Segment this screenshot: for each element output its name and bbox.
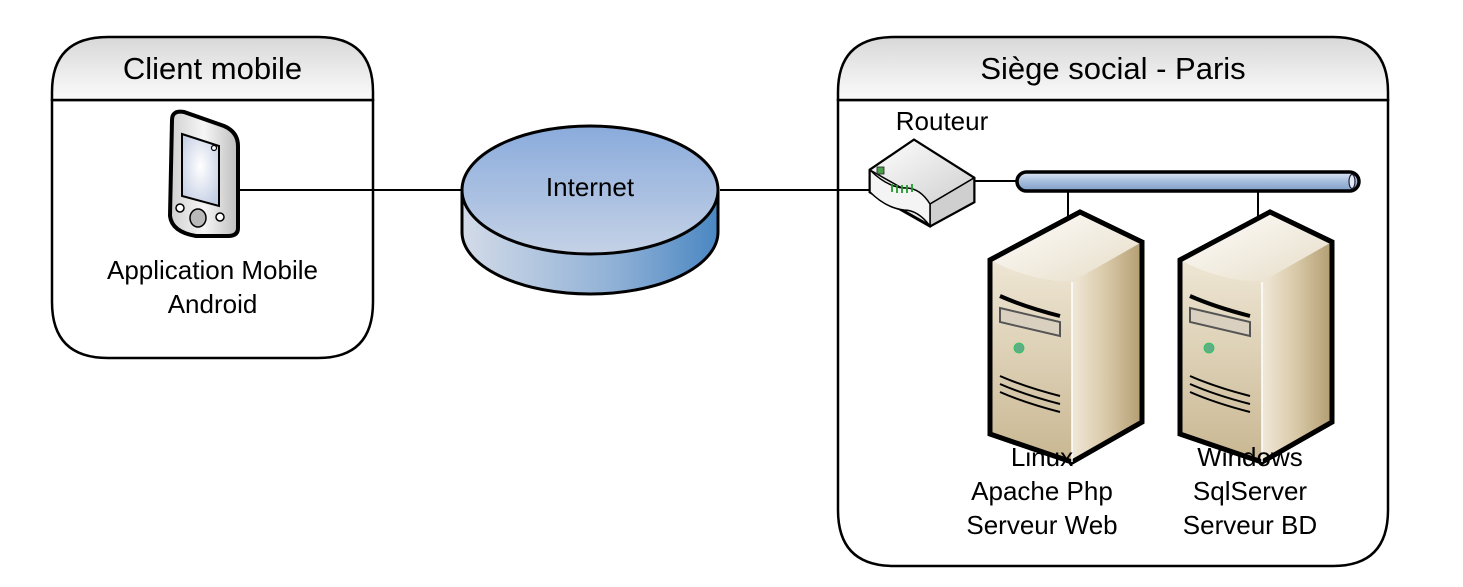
group-title-client-mobile: Client mobile [122, 51, 303, 86]
web-server-label-line: Apache Php [971, 476, 1113, 506]
router-icon [868, 138, 976, 229]
db-server-label-line: Serveur BD [1182, 510, 1318, 540]
group-header [836, 35, 1390, 102]
web-server-label-line: Serveur Web [966, 510, 1118, 540]
mobile-label-line: Application Mobile [106, 255, 318, 285]
web-server-label: Linux Apache Php Serveur Web [942, 440, 1142, 542]
db-server-label: Windows SqlServer Serveur BD [1150, 440, 1350, 542]
db-server-label-line: Windows [1197, 442, 1303, 472]
ethernet-bus-icon [1015, 170, 1361, 193]
mobile-device-icon [167, 109, 240, 238]
db-server-label-line: SqlServer [1192, 476, 1308, 506]
group-header [50, 35, 375, 102]
web-server-label-line: Linux [1010, 442, 1074, 472]
cloud-disk-icon [460, 124, 720, 296]
router-label: Routeur [895, 106, 989, 136]
mobile-label-line: Android [167, 289, 258, 319]
group-title-headquarters: Siège social - Paris [980, 51, 1246, 86]
mobile-label: Application Mobile Android [52, 253, 373, 321]
server-tower-icon [1177, 209, 1335, 465]
internet-label: Internet [545, 172, 635, 202]
server-tower-icon [987, 209, 1145, 465]
